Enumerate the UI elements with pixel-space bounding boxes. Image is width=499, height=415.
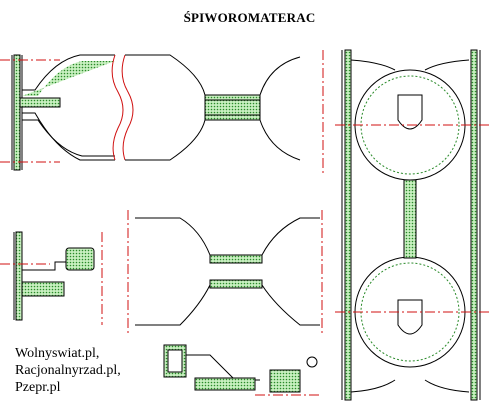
credit-line-2: Racjonalnyrzad.pl, [15,363,121,378]
pillow-upper [397,94,423,130]
upper-skin-left [22,54,115,91]
mattress-top-view [335,49,490,401]
deflated-weld-bottom [209,279,263,289]
credit-line-1: Wolnyswiat.pl, [15,346,100,361]
valve-cap [65,247,95,271]
break-line-right [121,54,134,161]
deflated-bottom [135,284,320,326]
connector-details [163,344,320,396]
rail-right [470,49,478,401]
mattress-side-view [0,50,324,175]
upper-skin-fill [22,61,115,96]
valve-wall [15,231,23,321]
credits-block: Wolnyswiat.pl, Racjonalnyrzad.pl, Pzepr.… [15,345,121,396]
credit-line-3: Pzepr.pl [15,380,61,395]
valve-connector [19,97,61,108]
connecting-tube [403,179,417,259]
upper-skin-right [125,54,301,96]
upper-shoulders [350,59,470,71]
clip-opening [167,349,183,373]
buckle-detail [269,369,301,393]
weld-seam [204,94,261,121]
clip-arm [186,354,260,381]
lower-shoulders [350,379,470,393]
break-line-left [111,54,124,161]
deflated-top [135,217,320,256]
drawing-title: ŚPIWOROMATERAC [183,10,316,25]
lower-skin-inner [22,119,115,157]
buckle-ring [306,356,318,368]
deflated-weld-top [209,254,263,264]
left-wall-hatched [13,54,21,171]
valve-detail [0,231,103,325]
mattress-deflated-profile [127,210,323,335]
valve-body [21,281,65,297]
lower-skin-right [125,119,301,161]
pillow-lower [397,299,423,335]
valve-upper [22,261,70,271]
rail-left [344,49,352,401]
strap-detail [194,377,256,391]
